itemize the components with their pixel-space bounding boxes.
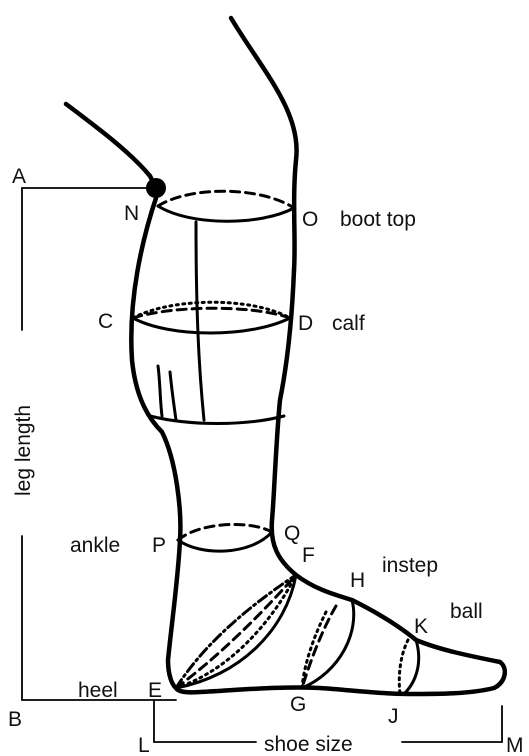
calf-crease-line bbox=[158, 366, 162, 416]
point-label-g: G bbox=[290, 693, 306, 716]
thigh-front-line bbox=[231, 18, 297, 270]
ankle-girth-back bbox=[178, 524, 272, 540]
point-label-q: Q bbox=[284, 522, 300, 545]
label-leg-length: leg length bbox=[12, 405, 35, 496]
boot-top-girth-front bbox=[158, 206, 294, 221]
heel-instep-diagonal-4 bbox=[176, 575, 296, 688]
point-label-k: K bbox=[414, 615, 428, 638]
leg-back-line bbox=[131, 198, 180, 688]
point-label-a: A bbox=[12, 165, 26, 188]
point-label-d: D bbox=[298, 312, 313, 335]
point-label-n: N bbox=[124, 202, 139, 225]
heel-instep-diagonal-3 bbox=[176, 575, 296, 688]
instep-girth-back-2 bbox=[302, 606, 336, 688]
calf-girth-dotted bbox=[133, 302, 290, 318]
label-boot-top: boot top bbox=[340, 208, 416, 231]
point-label-c: C bbox=[98, 310, 113, 333]
girth-lines bbox=[133, 191, 294, 551]
label-heel: heel bbox=[78, 679, 118, 702]
point-label-e: E bbox=[148, 679, 162, 702]
lower-calf-line bbox=[150, 416, 284, 424]
heel-instep-diagonal-2 bbox=[176, 575, 296, 688]
label-shoe-size: shoe size bbox=[264, 733, 353, 756]
point-label-o: O bbox=[302, 208, 318, 231]
knee-point-marker bbox=[146, 178, 166, 198]
label-ankle: ankle bbox=[70, 534, 120, 557]
point-label-m: M bbox=[506, 734, 524, 756]
boot-top-girth-back bbox=[158, 191, 294, 208]
shin-line bbox=[196, 222, 204, 420]
point-label-h: H bbox=[350, 569, 365, 592]
point-label-b: B bbox=[8, 708, 22, 731]
point-label-j: J bbox=[388, 705, 399, 728]
point-labels: A N O C D P Q F H K E G J B L M bbox=[8, 165, 524, 756]
calf-girth-front bbox=[133, 318, 290, 333]
label-ball: ball bbox=[450, 600, 483, 623]
leg-length-bracket bbox=[22, 188, 176, 700]
ball-girth-front bbox=[404, 640, 419, 694]
foot-lines bbox=[176, 575, 419, 694]
measurement-labels: boot top calf ankle instep ball heel sho… bbox=[12, 208, 483, 756]
label-instep: instep bbox=[382, 554, 438, 577]
ankle-girth-front bbox=[178, 532, 272, 551]
heel-instep-diagonal-1 bbox=[176, 575, 296, 688]
instep-girth-front bbox=[302, 600, 354, 688]
point-label-l: L bbox=[138, 734, 150, 756]
point-label-p: P bbox=[152, 534, 166, 557]
label-calf: calf bbox=[332, 312, 365, 335]
point-label-f: F bbox=[302, 544, 315, 567]
calf-crease-line-2 bbox=[170, 372, 176, 420]
ball-girth-back bbox=[399, 640, 408, 694]
thigh-back-line bbox=[66, 104, 156, 188]
